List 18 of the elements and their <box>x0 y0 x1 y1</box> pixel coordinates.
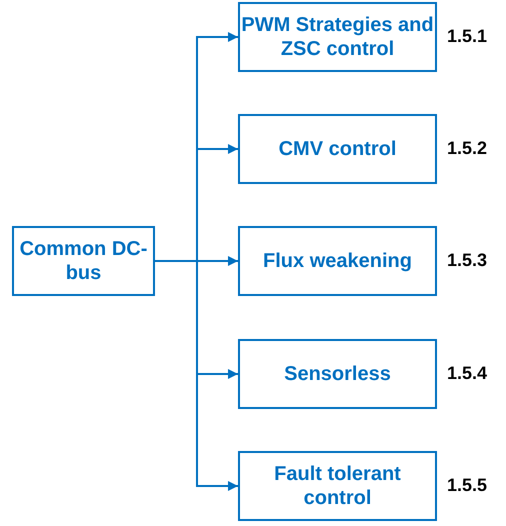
topic-box <box>238 339 437 409</box>
box-label: Fault tolerant control <box>273 462 402 510</box>
section-number: 1.5.3 <box>447 250 488 271</box>
box-label: Sensorless <box>284 362 391 386</box>
topic-box <box>238 451 437 521</box>
topic-box <box>238 226 437 296</box>
topic-box <box>238 114 437 184</box>
box-label: Common DC-bus <box>18 237 148 285</box>
box-label: Flux weakening <box>263 249 412 273</box>
section-number: 1.5.4 <box>447 363 488 384</box>
section-number: 1.5.5 <box>447 475 488 496</box>
section-number: 1.5.1 <box>447 26 488 47</box>
topic-box <box>238 2 437 72</box>
box-label: PWM Strategies and ZSC control <box>240 13 435 61</box>
section-number: 1.5.2 <box>447 138 488 159</box>
arrow <box>155 260 238 491</box>
source-box <box>12 226 155 296</box>
box-label: CMV control <box>278 137 396 161</box>
